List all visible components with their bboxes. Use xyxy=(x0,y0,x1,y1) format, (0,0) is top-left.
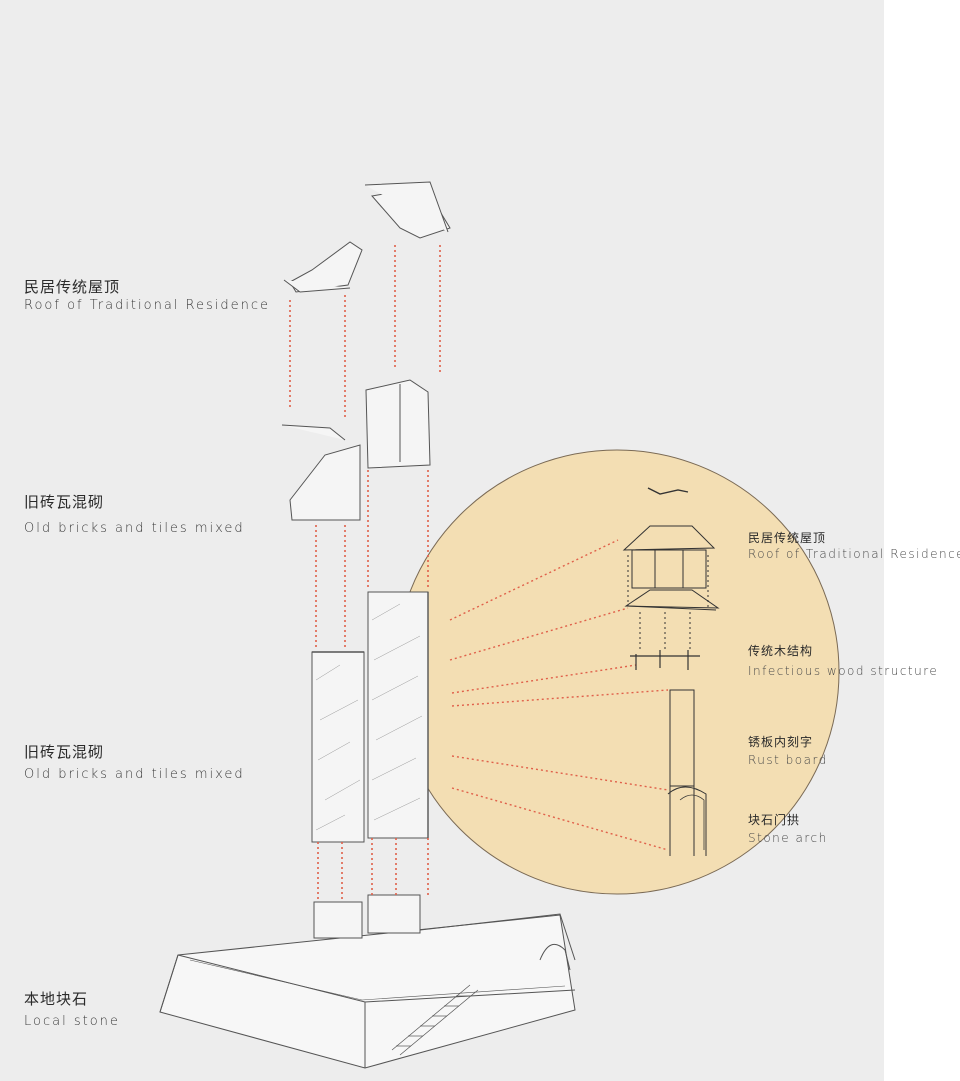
label-bricks-lower: 旧砖瓦混砌 Old bricks and tiles mixed xyxy=(24,742,245,784)
leader-lines xyxy=(449,539,669,851)
left-column-sketch xyxy=(311,651,365,843)
roof-sketch xyxy=(283,181,451,293)
label-bricks-upper-en: Old bricks and tiles mixed xyxy=(24,521,245,536)
detail-label-wood-zh: 传统木结构 xyxy=(748,644,814,658)
detail-label-wood: 传统木结构 Infectious wood structure xyxy=(748,643,938,679)
label-bricks-upper: 旧砖瓦混砌 Old bricks and tiles mixed xyxy=(24,492,245,538)
detail-label-rust-en: Rust board xyxy=(748,753,828,767)
detail-label-wood-en: Infectious wood structure xyxy=(748,664,939,678)
detail-label-arch-zh: 块石门拱 xyxy=(748,813,801,827)
detail-label-rust-zh: 锈板内刻字 xyxy=(748,735,814,749)
lower-block-sketch xyxy=(313,894,421,939)
label-bricks-lower-zh: 旧砖瓦混砌 xyxy=(24,743,105,761)
pavilion-detail-sketch xyxy=(622,487,720,856)
label-stone: 本地块石 Local stone xyxy=(24,989,120,1031)
label-roof-en: Roof of Traditional Residence xyxy=(24,298,271,313)
right-column-sketch xyxy=(367,591,429,839)
label-roof: 民居传统屋顶 Roof of Traditional Residence xyxy=(24,277,270,315)
label-roof-zh: 民居传统屋顶 xyxy=(24,278,121,296)
detail-label-arch: 块石门拱 Stone arch xyxy=(748,812,828,846)
label-stone-zh: 本地块石 xyxy=(24,990,89,1008)
mid-brick-sketch xyxy=(281,379,431,521)
detail-label-roof: 民居传统屋顶 Roof of Traditional Residence xyxy=(748,530,960,562)
label-bricks-upper-zh: 旧砖瓦混砌 xyxy=(24,493,105,511)
detail-label-arch-en: Stone arch xyxy=(748,831,828,845)
label-bricks-lower-en: Old bricks and tiles mixed xyxy=(24,767,245,782)
stone-base-sketch xyxy=(159,913,576,1069)
detail-label-roof-zh: 民居传统屋顶 xyxy=(748,531,827,545)
vertical-guides xyxy=(289,245,441,902)
detail-label-rust: 锈板内刻字 Rust board xyxy=(748,734,828,768)
label-stone-en: Local stone xyxy=(24,1014,120,1029)
detail-label-roof-en: Roof of Traditional Residence xyxy=(748,547,960,561)
detail-dotted-links xyxy=(627,555,709,652)
